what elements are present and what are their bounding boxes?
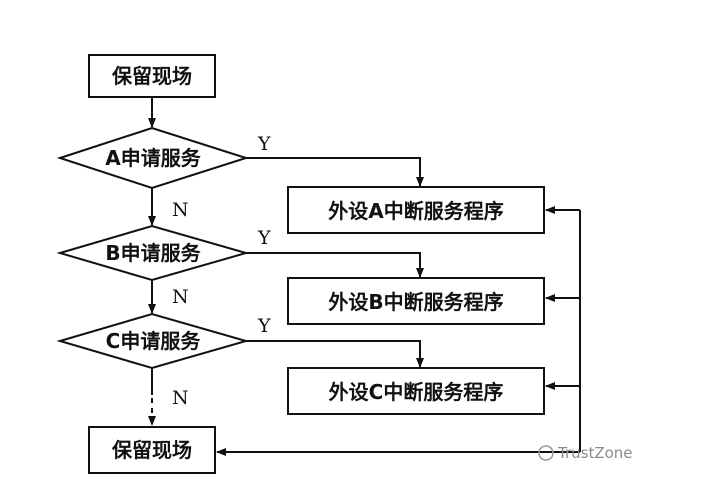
watermark-text: TrustZone bbox=[557, 444, 633, 462]
label-a-yes: Y bbox=[257, 133, 271, 155]
isr-c-box bbox=[287, 367, 545, 415]
label-c-no: N bbox=[172, 387, 189, 409]
isr-a-label: 外设A中断服务程序 bbox=[328, 199, 503, 223]
label-a-no: N bbox=[172, 199, 189, 221]
label-b-no: N bbox=[172, 286, 189, 308]
decision-b-label: B申请服务 bbox=[105, 241, 201, 265]
isr-a-box bbox=[287, 186, 545, 234]
save-context-label-top: 保留现场 bbox=[111, 64, 192, 88]
isr-b-label: 外设B中断服务程序 bbox=[328, 290, 503, 314]
save-context-box-top bbox=[88, 54, 216, 98]
save-context-label-bottom: 保留现场 bbox=[111, 438, 192, 462]
arrow-b-yes bbox=[246, 252, 424, 278]
arrow-c-yes bbox=[246, 340, 424, 368]
decision-c-label: C申请服务 bbox=[106, 329, 202, 353]
arrow-a-yes bbox=[246, 157, 424, 187]
isr-b-box bbox=[287, 277, 545, 325]
wechat-icon bbox=[538, 445, 554, 461]
isr-c-label: 外设C中断服务程序 bbox=[329, 380, 504, 404]
decision-a-label: A申请服务 bbox=[105, 146, 201, 170]
save-context-box-bottom bbox=[88, 426, 216, 474]
label-b-yes: Y bbox=[257, 227, 271, 249]
watermark: TrustZone bbox=[538, 444, 633, 462]
label-c-yes: Y bbox=[257, 315, 271, 337]
